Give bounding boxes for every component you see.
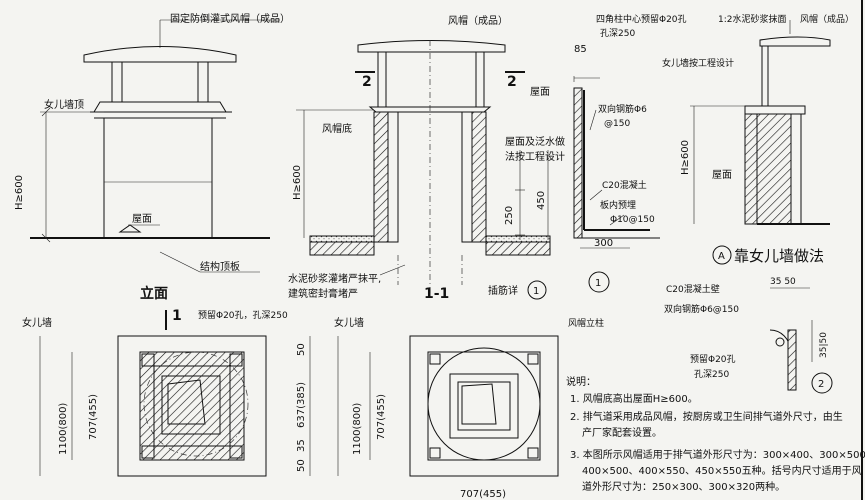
section-1-1-view [296, 40, 551, 300]
label-dim-450: 450 [536, 191, 547, 210]
label-dim-35-50v: 35|50 [819, 332, 829, 358]
label-h600-c: H≥600 [680, 140, 691, 175]
label-dim-707-455: 707(455) [88, 394, 99, 440]
label-parapet-top: 女儿墙顶 [44, 98, 84, 111]
title-section-1-1: 1-1 [424, 286, 449, 302]
label-dual-rebar2: 双向钢筋Φ6@150 [664, 303, 739, 315]
label-roof-flash2: 法按工程设计 [505, 150, 565, 163]
title-detail-a: 靠女儿墙做法 [734, 247, 824, 265]
label-parapet-plan1: 女儿墙 [22, 316, 52, 329]
label-struct-slab: 结构顶板 [200, 260, 240, 273]
label-dim-35: 35 [296, 439, 307, 452]
label-h600-a: H≥600 [14, 175, 25, 210]
label-section-mark-right: 2 [507, 74, 517, 90]
note-3b: 400×500、400×550、450×550五种。括号内尺寸适用于风 [582, 464, 862, 477]
label-parapet-design: 女儿墙按工程设计 [662, 57, 734, 69]
label-hole2-depth: 孔深250 [694, 369, 729, 380]
label-dim-50a: 50 [296, 343, 307, 356]
label-dim-637-385: 637(385) [296, 382, 307, 428]
label-c20: C20混凝土 [602, 179, 647, 191]
detail-2-circle [811, 372, 833, 394]
label-node-detail: 插筋详 [488, 284, 518, 297]
detail-1-circle [588, 271, 610, 293]
label-embed: 板内预埋 [600, 199, 636, 211]
label-cement-face: 1:2水泥砂浆抹面 [718, 13, 787, 25]
label-dim-1100-800: 1100(800) [58, 403, 69, 455]
label-roof-flash: 屋面及泛水做 [505, 135, 565, 148]
plan-view-left [39, 310, 311, 477]
label-dim-250: 250 [504, 206, 515, 225]
label-hood-column: 风帽立柱 [568, 317, 604, 329]
detail-2-view [769, 287, 813, 391]
note-2b: 产厂家配套设置。 [582, 426, 662, 439]
label-hood-base: 风帽底 [322, 122, 352, 135]
notes-heading: 说明： [566, 375, 596, 388]
label-dim-707-bottom: 707(455) [460, 489, 506, 500]
label-mortar-note2: 建筑密封膏堵严 [288, 287, 358, 300]
label-rebar-spacing: @150 [604, 119, 630, 129]
label-hood-product: 风帽（成品） [448, 14, 508, 27]
label-plan-1: 1 [172, 308, 182, 324]
label-hood-product-c: 风帽（成品） [800, 13, 854, 25]
label-circle1: 1 [595, 278, 601, 289]
note-3c: 道外形尺寸为：250×300、300×320两种。 [582, 480, 785, 493]
label-hood-fixed: 固定防倒灌式风帽（成品） [170, 12, 290, 25]
label-c20-wall: C20混凝土壁 [666, 283, 720, 295]
detail-a-view [690, 20, 831, 225]
label-mortar-note: 水泥砂浆灌堵严抹平, [288, 272, 381, 285]
label-dim-35-50: 35 50 [770, 277, 796, 287]
node-circle [527, 280, 547, 300]
label-dim-707-455b: 707(455) [376, 394, 387, 440]
label-roof-c: 屋面 [712, 169, 732, 181]
detail-1-view [573, 76, 660, 249]
note-1: 1. 风帽底高出屋面H≥600。 [570, 392, 698, 405]
label-section-mark-left: 2 [362, 74, 372, 90]
label-parapet-plan2: 女儿墙 [334, 316, 364, 329]
label-hole-depth: 孔深250 [600, 28, 635, 39]
elevation-view [30, 19, 280, 273]
label-roof-a: 屋面 [132, 213, 152, 225]
detail-a-circle [712, 245, 732, 265]
label-circle2: 2 [818, 379, 824, 390]
note-3: 3. 本图所示风帽适用于排气道外形尺寸为：300×400、300×500、 [570, 448, 865, 461]
label-dim-300: 300 [594, 238, 613, 249]
label-dual-rebar: 双向钢筋Φ6 [598, 103, 647, 115]
plan-view-right [337, 335, 559, 477]
note-2: 2. 排气道采用成品风帽，按厨房或卫生间排气道外尺寸，由生 [570, 410, 843, 423]
label-dim-50b: 50 [296, 459, 307, 472]
label-embed2: Φ10@150 [610, 215, 655, 225]
label-dim-85: 85 [574, 44, 587, 55]
label-corner-bolt: 四角柱中心预留Φ20孔 [596, 13, 687, 25]
label-node-num: 1 [533, 286, 539, 297]
label-roof-b: 屋面 [530, 86, 550, 98]
title-elevation: 立面 [140, 285, 168, 302]
label-h600-b: H≥600 [292, 165, 303, 200]
label-plan-hole: 预留Φ20孔，孔深250 [198, 309, 288, 321]
label-dim-1100-800b: 1100(800) [352, 403, 363, 455]
label-hole2: 预留Φ20孔 [690, 353, 736, 365]
label-circle-a: A [718, 251, 725, 262]
